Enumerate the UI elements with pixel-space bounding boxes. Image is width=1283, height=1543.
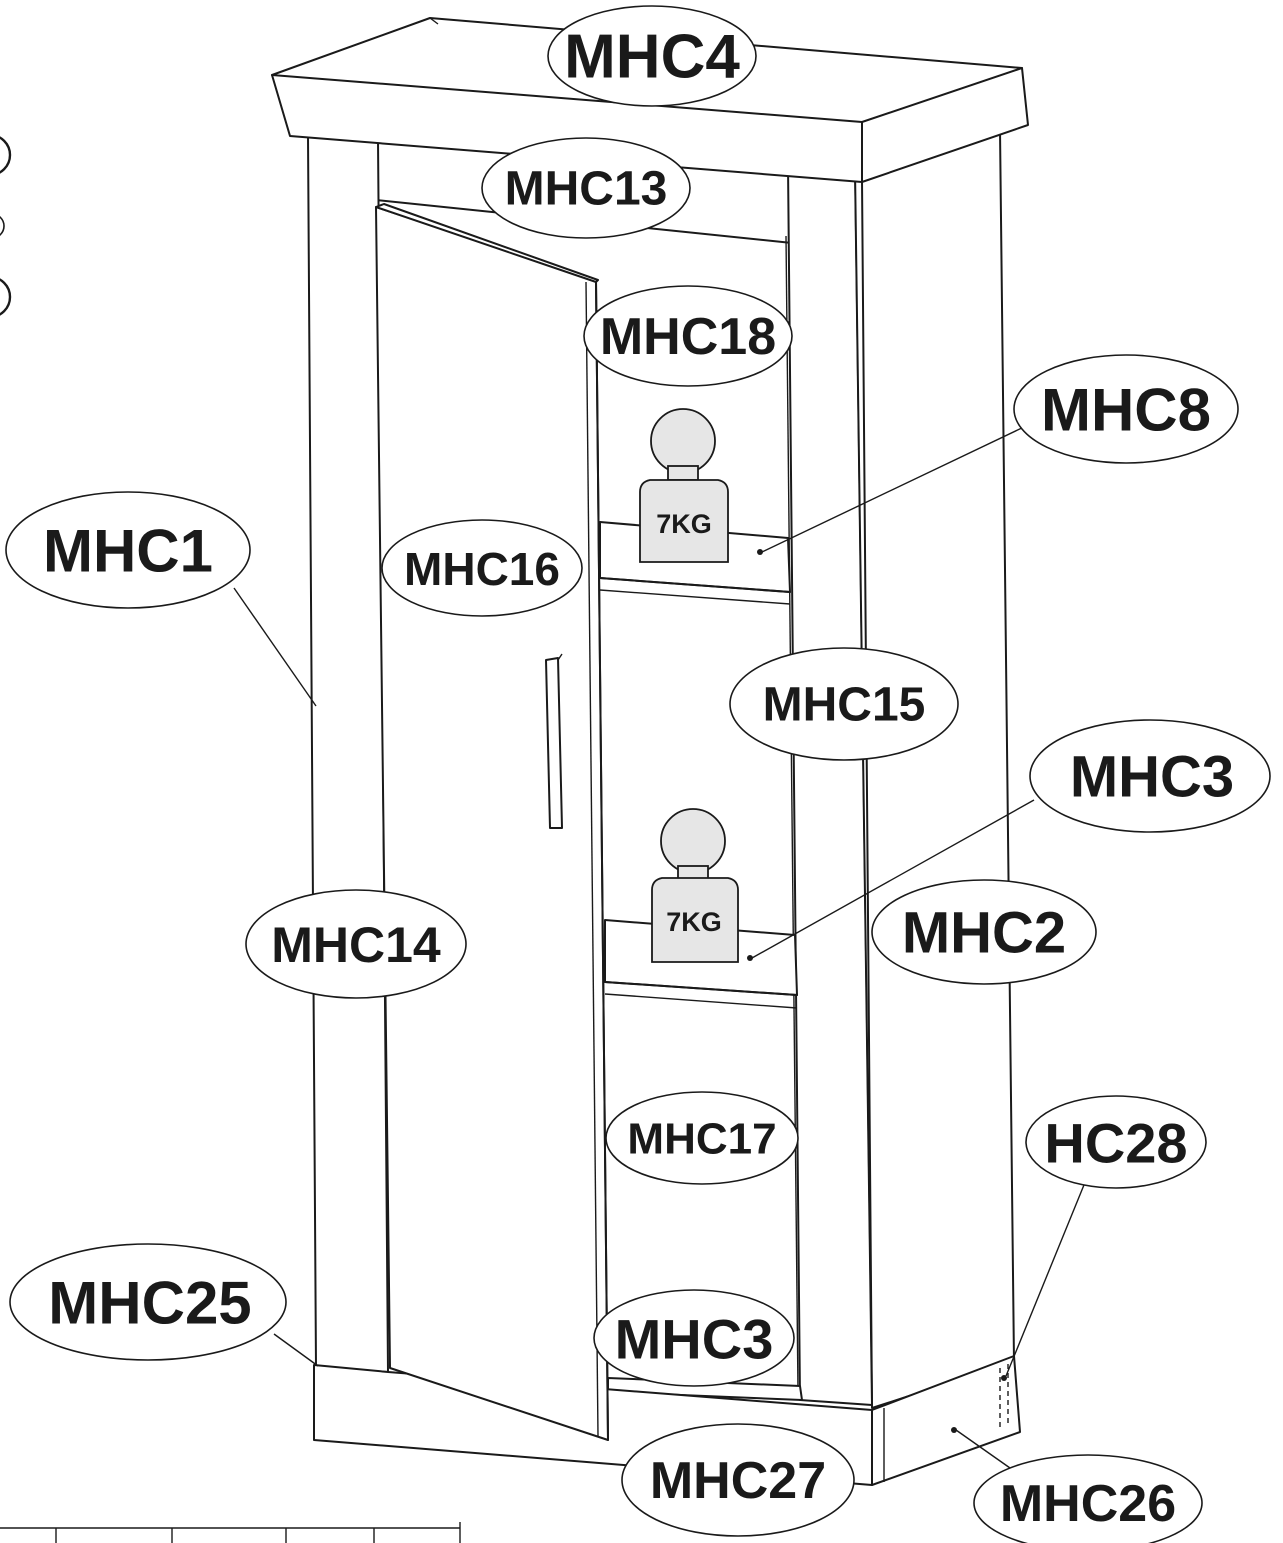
- callout-mhc18: MHC18: [583, 285, 793, 387]
- weight-upper: 7KG: [639, 408, 729, 563]
- label-mhc18: MHC18: [600, 308, 776, 366]
- label-mhc2: MHC2: [902, 901, 1066, 966]
- label-hc28: HC28: [1044, 1112, 1187, 1175]
- callout-mhc26: MHC26: [973, 1454, 1203, 1543]
- callout-mhc27: MHC27: [621, 1423, 855, 1537]
- callout-mhc15: MHC15: [729, 647, 959, 761]
- callout-mhc16: MHC16: [381, 519, 583, 617]
- weight-lower: 7KG: [651, 808, 739, 963]
- weight-label-lower: 7KG: [666, 907, 722, 937]
- callout-mhc2: MHC2: [871, 879, 1097, 985]
- leader-lines: [233, 425, 1087, 1469]
- label-mhc27: MHC27: [650, 1452, 826, 1510]
- label-mhc1: MHC1: [43, 518, 213, 585]
- callout-mhc25: MHC25: [9, 1243, 287, 1361]
- callout-mhc14: MHC14: [245, 889, 467, 999]
- callout-mhc1: MHC1: [5, 491, 251, 609]
- label-mhc17: MHC17: [627, 1115, 776, 1164]
- label-mhc16: MHC16: [404, 543, 560, 595]
- label-mhc13: MHC13: [505, 163, 668, 216]
- label-mhc3-right: MHC3: [1070, 745, 1234, 810]
- callout-mhc3-right: MHC3: [1029, 719, 1271, 833]
- label-mhc26: MHC26: [1000, 1475, 1176, 1533]
- label-mhc25: MHC25: [48, 1270, 251, 1337]
- cabinet-drawing: [271, 17, 1029, 1486]
- label-mhc4: MHC4: [564, 23, 740, 92]
- callout-mhc3-bottom: MHC3: [593, 1289, 795, 1387]
- label-mhc3-bottom: MHC3: [615, 1308, 774, 1371]
- weight-label-upper: 7KG: [656, 509, 712, 539]
- callout-mhc17: MHC17: [605, 1091, 799, 1185]
- callout-mhc13: MHC13: [481, 137, 691, 239]
- label-mhc8: MHC8: [1041, 377, 1211, 444]
- label-mhc15: MHC15: [763, 679, 926, 732]
- clipped-left-markers: [0, 136, 12, 316]
- callout-hc28: HC28: [1025, 1095, 1207, 1189]
- table-fragment: [0, 1522, 461, 1543]
- label-mhc14: MHC14: [271, 917, 441, 973]
- callout-mhc4: MHC4: [547, 5, 757, 107]
- callout-mhc8: MHC8: [1013, 354, 1239, 464]
